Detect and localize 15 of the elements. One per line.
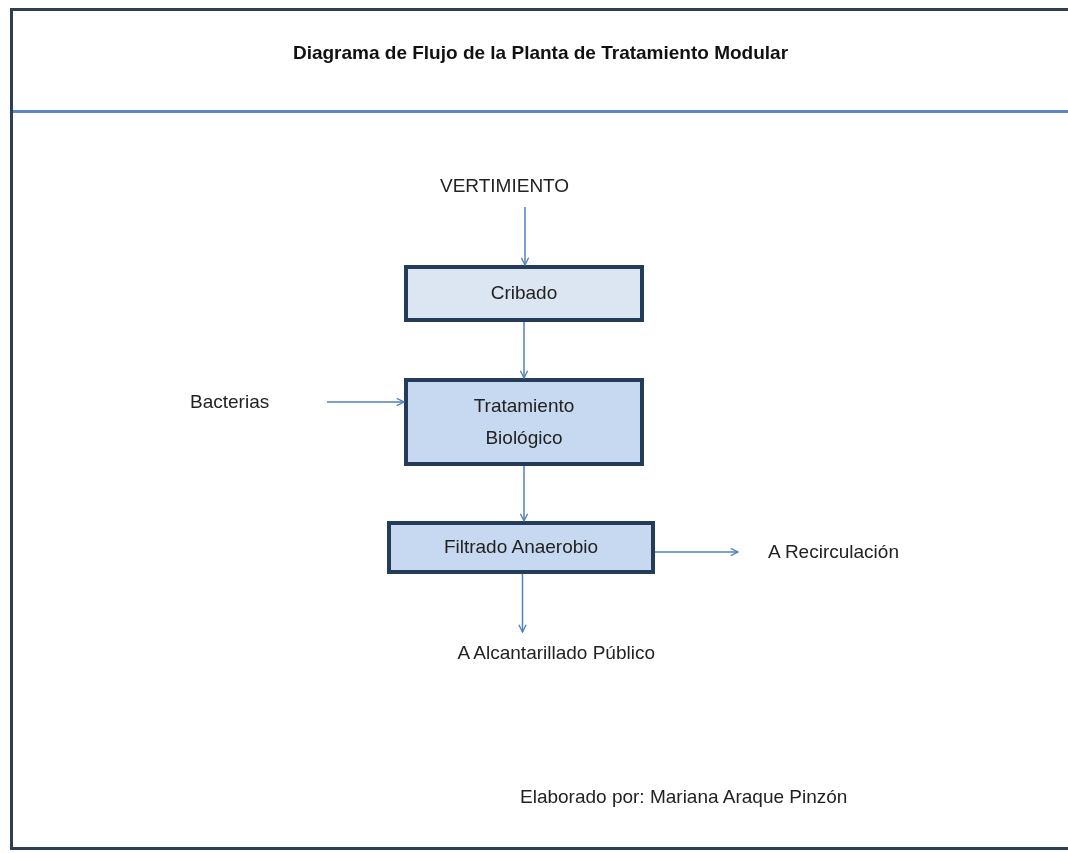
arrow (519, 321, 529, 379)
flow-label: VERTIMIENTO (440, 165, 610, 207)
process-box: Filtrado Anaerobio (387, 521, 655, 574)
process-box: Tratamiento Biológico (404, 378, 644, 466)
diagram-title: Diagrama de Flujo de la Planta de Tratamiento Modular (291, 42, 790, 64)
arrow (520, 206, 530, 266)
flow-label: Bacterias (180, 388, 327, 416)
arrow (654, 547, 739, 557)
process-box: Cribado (404, 265, 644, 322)
flow-label: A Recirculación (738, 538, 928, 566)
arrow (519, 465, 529, 522)
arrow (518, 573, 527, 633)
flow-label: A Alcantarillado Público (390, 632, 655, 674)
arrow (326, 397, 405, 407)
author-note: Elaborado por: Mariana Araque Pinzón (520, 786, 848, 808)
